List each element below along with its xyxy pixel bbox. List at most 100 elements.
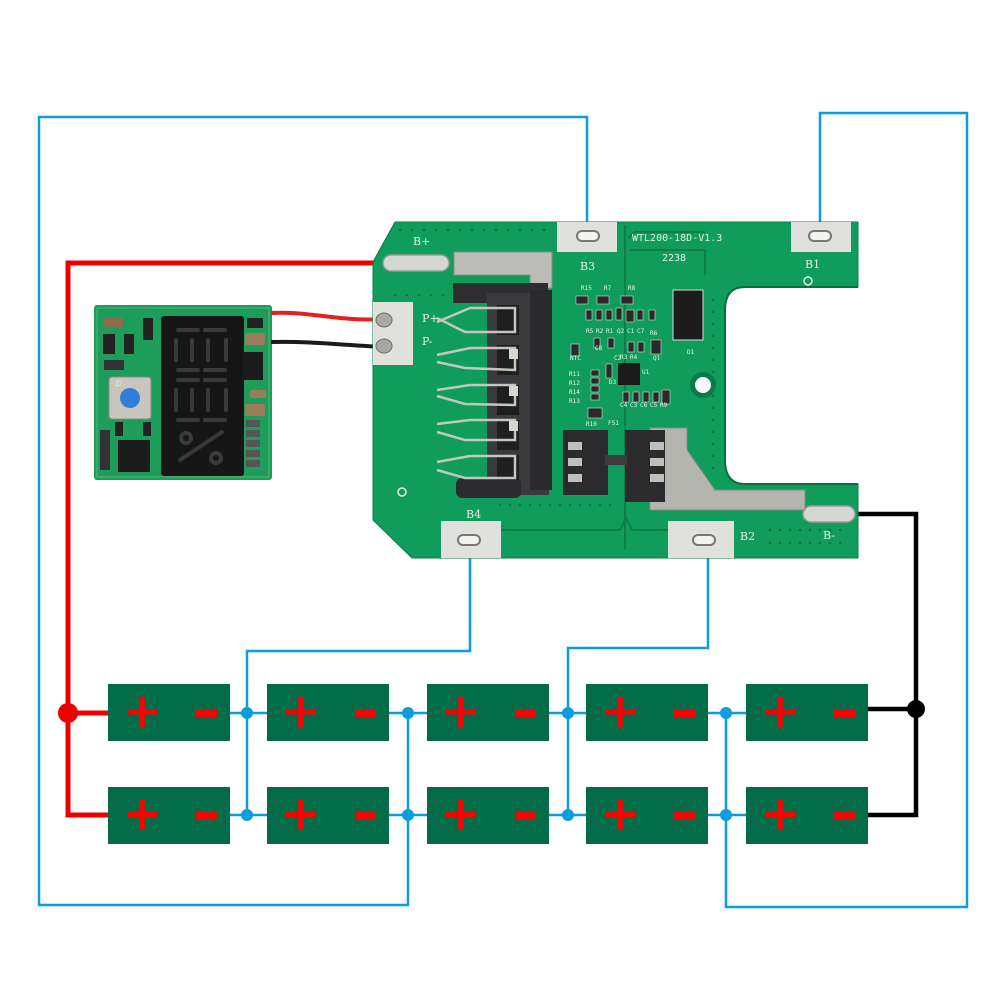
smd-component (570, 343, 580, 357)
battery-cell: + (108, 683, 230, 741)
cell-positive-terminal: + (122, 786, 162, 842)
component-label-r11: R11 (569, 371, 580, 378)
balance-junction-node (720, 707, 732, 719)
balance-junction-node (402, 707, 414, 719)
cell-negative-terminal (674, 709, 695, 717)
smd-component (652, 391, 660, 403)
cell-negative-terminal (674, 812, 695, 820)
smd-component (605, 363, 613, 379)
cell-positive-terminal: + (600, 683, 640, 739)
pad-b1[interactable] (791, 222, 851, 252)
cell-positive-terminal: + (281, 683, 321, 739)
balance-junction-node (562, 809, 574, 821)
component-label-fs1: FS1 (608, 420, 619, 427)
component-label-r10: R10 (586, 421, 597, 428)
component-label-r4: R4 (630, 354, 638, 361)
label-p-minus: P- (422, 335, 433, 348)
smd-component (605, 309, 613, 321)
indicator-red-lead (270, 310, 386, 322)
component-label-r7: R7 (604, 285, 612, 292)
bms-protection-board: B+ B3 B1 B4 B2 B- P+ P- WTL200-18D-V1.3 … (372, 221, 859, 559)
battery-cell: + (586, 683, 708, 741)
component-label-c1: C1 (627, 328, 635, 335)
component-label-c3: C3 (630, 402, 638, 409)
balance-junction-node (720, 809, 732, 821)
label-b2: B2 (740, 530, 755, 543)
component-label-ntc: NTC (570, 355, 581, 362)
balance-junction-node (402, 809, 414, 821)
cell-negative-terminal (515, 812, 536, 820)
positive-main-wire (65, 260, 440, 818)
indicator-black-lead (270, 339, 386, 349)
component-label-r6: R6 (650, 330, 658, 337)
seven-segment-digits (174, 328, 228, 465)
component-label-q1: Q1 (653, 355, 661, 362)
ic-u1 (618, 363, 640, 385)
label-b3: B3 (580, 260, 595, 273)
smd-component (650, 339, 662, 355)
cell-negative-terminal (355, 709, 376, 717)
terminal-connector (436, 283, 552, 498)
smd-component (637, 341, 645, 353)
battery-cells: + + + + + + + + + + (108, 683, 868, 844)
pad-b3[interactable] (557, 222, 617, 252)
component-label-c2: C2 (614, 355, 622, 362)
component-label-r1: R1 (606, 328, 614, 335)
component-label-u1: U1 (642, 369, 650, 376)
balance-wire-b3 (37, 115, 589, 907)
battery-cell: + (746, 683, 868, 741)
cell-positive-terminal: + (441, 786, 481, 842)
component-label-c7: C7 (637, 328, 645, 335)
cell-negative-terminal (196, 709, 217, 717)
date-code: 2238 (662, 253, 686, 264)
button-cap[interactable] (120, 388, 140, 408)
cell-positive-terminal: + (600, 786, 640, 842)
pad-b2[interactable] (668, 521, 734, 558)
smd-component (587, 407, 603, 419)
battery-cell: + (746, 786, 868, 844)
label-b-plus: B+ (413, 235, 430, 248)
component-label-d3: D3 (609, 379, 617, 386)
cell-positive-terminal: + (760, 683, 800, 739)
negative-wire (820, 511, 919, 818)
cell-positive-terminal: + (441, 683, 481, 739)
balance-junction-node (241, 809, 253, 821)
component-label-r2: R2 (596, 328, 604, 335)
smd-component (596, 295, 610, 305)
cell-negative-terminal (355, 812, 376, 820)
cell-negative-terminal (834, 812, 855, 820)
smd-component (590, 369, 600, 377)
component-label-r9: R9 (660, 402, 668, 409)
battery-cell: + (427, 683, 549, 741)
label-b-minus: B- (823, 529, 835, 542)
cell-negative-terminal (196, 812, 217, 820)
smd-component (632, 391, 640, 403)
pad-b-minus[interactable] (802, 505, 856, 523)
smd-component (615, 307, 623, 321)
component-label-r3: R3 (620, 354, 628, 361)
pad-b-plus[interactable] (382, 254, 450, 272)
fuse-fs1 (563, 430, 665, 502)
junction-nodes (58, 700, 925, 821)
component-label-c5: C5 (650, 402, 658, 409)
battery-cell: + (108, 786, 230, 844)
smd-component (575, 295, 589, 305)
cell-positive-terminal: + (760, 786, 800, 842)
cell-negative-terminal (834, 709, 855, 717)
component-label-d1: D1 (687, 349, 695, 356)
smd-component (661, 389, 671, 405)
label-b4: B4 (466, 508, 481, 521)
board-model: WTL200-18D-V1.3 (632, 233, 722, 244)
pad-b4[interactable] (441, 521, 501, 558)
battery-indicator-board: S1 (94, 305, 272, 480)
balance-wire-b1 (724, 111, 969, 909)
component-label-c6: C6 (640, 402, 648, 409)
diode-d1 (672, 289, 704, 341)
cell-positive-terminal: + (281, 786, 321, 842)
pad-p-plus-p-minus[interactable] (373, 302, 413, 365)
component-label-r14: R14 (569, 389, 580, 396)
smd-component (627, 341, 635, 353)
negative-main-wire (820, 511, 919, 818)
smd-component (636, 309, 644, 321)
component-label-q2: Q2 (617, 328, 625, 335)
